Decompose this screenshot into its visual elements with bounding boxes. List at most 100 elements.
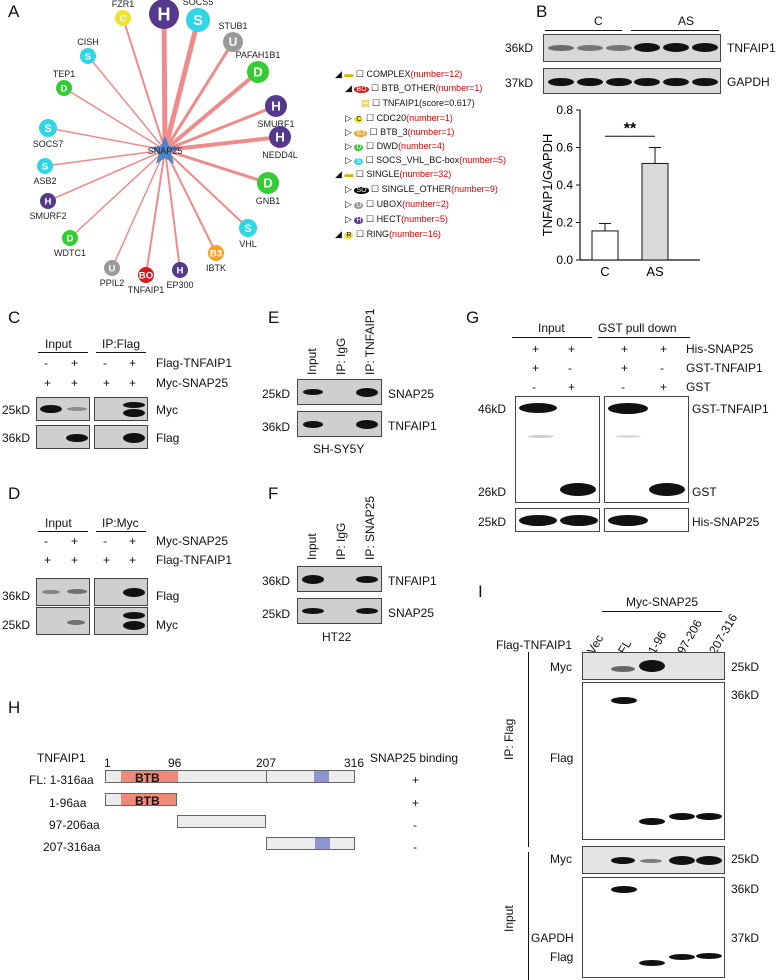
node-letter: U bbox=[109, 263, 116, 274]
blot bbox=[297, 379, 382, 405]
blot bbox=[582, 846, 725, 874]
edge bbox=[164, 149, 249, 229]
edge bbox=[69, 149, 166, 239]
node-label: EP300 bbox=[166, 280, 193, 290]
node-circle bbox=[138, 267, 154, 283]
center-star bbox=[150, 136, 180, 164]
network-node: D GNB1 bbox=[256, 172, 281, 206]
group-line-c bbox=[545, 30, 622, 31]
construct-bar-1-96 bbox=[105, 793, 177, 806]
node-label: SMURF1 bbox=[257, 119, 294, 129]
mw-label: 37kD bbox=[505, 76, 534, 90]
blot bbox=[36, 397, 90, 421]
node-label: WDTC1 bbox=[54, 248, 86, 258]
tree-tnfaip1[interactable]: ▤ ☐ TNFAIP1(score=0.617) bbox=[361, 98, 475, 108]
blot bbox=[582, 682, 725, 840]
y-tick-label: 0.6 bbox=[556, 141, 573, 155]
edge bbox=[163, 70, 260, 152]
edge bbox=[164, 149, 217, 254]
node-circle bbox=[239, 219, 257, 237]
edge bbox=[63, 87, 166, 151]
edge bbox=[47, 149, 166, 202]
panel-label-g: G bbox=[466, 308, 480, 327]
network-node: H NEDD4L bbox=[262, 126, 298, 160]
tree-hect[interactable]: ▷ H ☐ HECT(number=5) bbox=[345, 214, 448, 224]
tree-btb-other[interactable]: ◢ BO ☐ BTB_OTHER(number=1) bbox=[345, 83, 483, 93]
panel-label-b: B bbox=[536, 2, 548, 21]
x-tick-label: AS bbox=[646, 264, 664, 279]
bar bbox=[591, 230, 619, 261]
edge bbox=[47, 127, 166, 151]
construct-bar-207-316 bbox=[266, 837, 355, 850]
cell-line: HT22 bbox=[322, 630, 352, 644]
tree-single[interactable]: ◢ ▬ ☐ SINGLE(number=32) bbox=[335, 169, 452, 179]
edge bbox=[161, 13, 168, 151]
blot bbox=[36, 607, 90, 635]
y-tick-label: 0.4 bbox=[556, 178, 573, 192]
blot bbox=[297, 411, 382, 437]
tree-complex[interactable]: ◢ ▬ ☐ COMPLEX(number=12) bbox=[335, 69, 463, 79]
node-label: TNFAIP1 bbox=[128, 285, 165, 295]
network-node: H SMURF2 bbox=[29, 193, 67, 221]
panel-label-a: A bbox=[8, 2, 20, 21]
blot bbox=[94, 397, 148, 421]
blot-pulldown bbox=[604, 396, 689, 503]
edge bbox=[122, 17, 166, 151]
panel-label-f: F bbox=[268, 484, 279, 503]
cell-line: SH-SY5Y bbox=[313, 442, 365, 456]
construct-bar-97-206 bbox=[177, 815, 266, 828]
node-letter: H bbox=[158, 4, 171, 24]
tree-cdc20[interactable]: ▷ C ☐ CDC20(number=1) bbox=[345, 113, 453, 123]
node-label: TEP1 bbox=[53, 69, 76, 79]
header-input: Input bbox=[45, 337, 72, 351]
y-tick-label: 0.2 bbox=[556, 216, 573, 230]
node-circle bbox=[265, 95, 287, 117]
e3-ligase-tree: ◢ ▬ ☐ COMPLEX(number=12) ◢ BO ☐ BTB_OTHE… bbox=[335, 70, 570, 280]
node-label: GNB1 bbox=[256, 196, 281, 206]
blot bbox=[94, 578, 148, 606]
node-circle bbox=[37, 158, 53, 174]
blot bbox=[297, 566, 382, 592]
node-circle bbox=[39, 119, 57, 137]
construct-bar-fl bbox=[105, 770, 355, 783]
blot bbox=[297, 598, 382, 624]
node-letter: S bbox=[42, 161, 49, 172]
node-letter: D bbox=[253, 65, 263, 80]
header-ip: IP:Flag bbox=[102, 337, 141, 351]
blot bbox=[582, 877, 725, 978]
blot bbox=[36, 425, 90, 449]
node-circle bbox=[115, 10, 131, 26]
node-letter: U bbox=[229, 35, 238, 49]
tree-ubox[interactable]: ▷ U ☐ UBOX(number=2) bbox=[345, 199, 449, 209]
y-tick-label: 0.8 bbox=[556, 103, 573, 117]
node-circle bbox=[40, 193, 56, 209]
panel-label-i: I bbox=[478, 582, 483, 601]
tree-btb3[interactable]: ▷ B3 ☐ BTB_3(number=1) bbox=[345, 127, 455, 137]
group-label-as: AS bbox=[678, 14, 695, 28]
node-letter: D bbox=[263, 176, 273, 191]
panel-label-c: C bbox=[8, 308, 21, 327]
tree-single-other[interactable]: ▷ SO ☐ SINGLE_OTHER(number=9) bbox=[345, 184, 498, 194]
protein-label: TNFAIP1 bbox=[727, 41, 776, 55]
tree-dwd[interactable]: ▷ D ☐ DWD(number=4) bbox=[345, 141, 445, 151]
edge bbox=[111, 149, 166, 269]
node-label: NEDD4L bbox=[262, 150, 298, 160]
tree-ring[interactable]: ◢ R ☐ RING(number=16) bbox=[335, 229, 441, 239]
node-letter: H bbox=[275, 130, 285, 145]
edge bbox=[162, 19, 201, 151]
node-label: SMURF2 bbox=[29, 211, 66, 221]
y-tick-label: 0.0 bbox=[556, 253, 573, 267]
node-letter: H bbox=[45, 196, 52, 207]
blot-input bbox=[515, 396, 600, 503]
tree-socs[interactable]: ▷ S ☐ SOCS_VHL_BC-box(number=5) bbox=[345, 155, 506, 165]
